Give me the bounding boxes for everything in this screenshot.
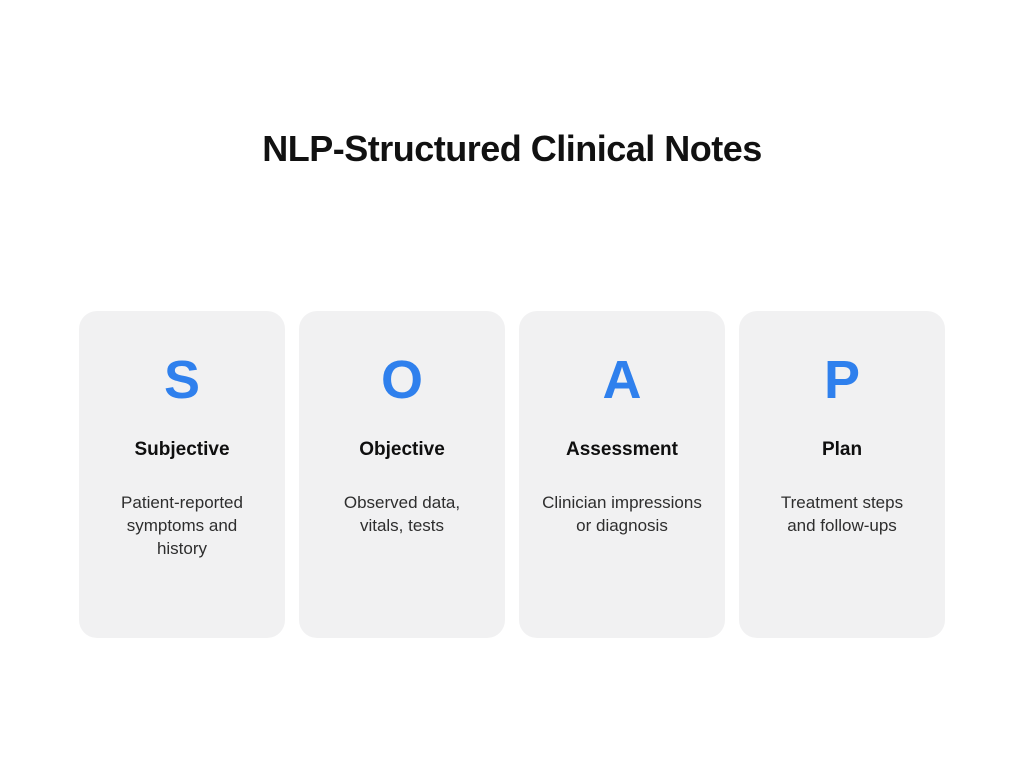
card-assessment: A Assessment Clinician impressions or di… bbox=[519, 311, 725, 638]
card-objective-description: Observed data, vitals, tests bbox=[299, 491, 505, 537]
card-assessment-name: Assessment bbox=[566, 439, 678, 460]
card-subjective-description: Patient-reported symptoms and history bbox=[79, 491, 285, 560]
card-description-line: Clinician impressions bbox=[542, 493, 702, 512]
card-objective-letter: O bbox=[380, 350, 423, 410]
soap-cards-row: S Subjective Patient-reported symptoms a… bbox=[0, 311, 1024, 638]
card-subjective-letter: S bbox=[163, 350, 201, 410]
page-title: NLP-Structured Clinical Notes bbox=[262, 128, 762, 169]
card-description-line: symptoms and bbox=[126, 516, 238, 535]
card-subjective-name: Subjective bbox=[134, 439, 230, 460]
card-description-line: and follow-ups bbox=[787, 516, 897, 535]
card-plan-name: Plan bbox=[821, 439, 863, 460]
card-plan-description: Treatment steps and follow-ups bbox=[739, 491, 945, 537]
card-assessment-description: Clinician impressions or diagnosis bbox=[519, 491, 725, 537]
card-description-line: Patient-reported bbox=[121, 493, 243, 512]
card-objective-name: Objective bbox=[359, 439, 445, 460]
card-description-line: or diagnosis bbox=[576, 516, 668, 535]
card-description-line: Treatment steps bbox=[780, 493, 904, 512]
card-objective: O Objective Observed data, vitals, tests bbox=[299, 311, 505, 638]
card-description-line: history bbox=[156, 539, 208, 558]
card-plan-letter: P bbox=[823, 350, 861, 410]
card-assessment-letter: A bbox=[602, 350, 642, 410]
card-description-line: vitals, tests bbox=[359, 516, 445, 535]
card-plan: P Plan Treatment steps and follow-ups bbox=[739, 311, 945, 638]
card-subjective: S Subjective Patient-reported symptoms a… bbox=[79, 311, 285, 638]
card-description-line: Observed data, bbox=[343, 493, 461, 512]
